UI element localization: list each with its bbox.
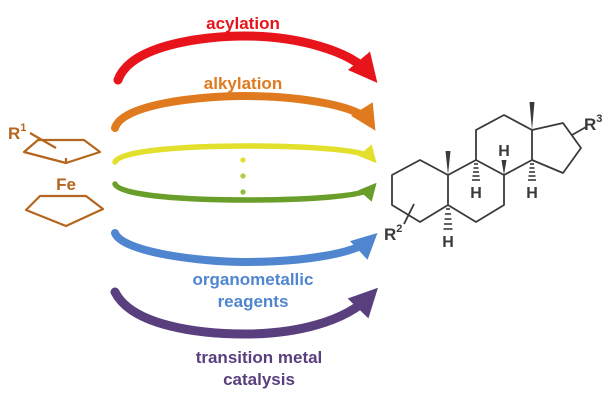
hash-bond-c5	[443, 208, 453, 230]
h-c9: H	[470, 185, 482, 202]
steroid-ring-b	[447, 159, 505, 223]
alkylation-arrow	[111, 91, 376, 132]
top-cp-ring	[22, 138, 102, 165]
label-reagents: reagents	[218, 292, 289, 311]
vertical-ellipsis-icon	[240, 157, 246, 195]
acylation-arrow	[113, 31, 378, 85]
wedge-bond-c8	[501, 160, 507, 175]
hash-bond-c9	[472, 163, 480, 181]
label-catalysis: catalysis	[223, 370, 295, 389]
yellow-arrow	[112, 143, 377, 165]
green-arrow	[112, 181, 377, 203]
label-alkylation: alkylation	[204, 74, 282, 93]
bottom-cp-ring	[24, 194, 105, 228]
steroid-r3: R3	[584, 113, 602, 134]
label-transition-metal: transition metal	[196, 348, 323, 367]
steroid-ring-a	[391, 159, 449, 223]
methyl-wedge-c10	[445, 151, 451, 175]
ferrocene-structure	[22, 132, 105, 228]
steroid-structure	[391, 114, 587, 225]
label-organometallic: organometallic	[193, 270, 314, 289]
ferrocene-fe: Fe	[56, 175, 76, 194]
ferrocene-r1: R1	[8, 122, 26, 143]
steroid-ring-d	[531, 122, 582, 174]
label-acylation: acylation	[206, 14, 280, 33]
steroid-r2: R2	[384, 223, 402, 244]
transition-metal-arrow	[110, 287, 378, 339]
steroid-ring-c	[475, 114, 533, 176]
methyl-wedge-c13	[529, 102, 535, 130]
h-c14: H	[526, 185, 538, 202]
h-c5: H	[442, 234, 454, 251]
organometallic-arrow	[111, 229, 378, 267]
hash-bond-c14	[528, 163, 536, 181]
h-c8: H	[498, 143, 510, 160]
